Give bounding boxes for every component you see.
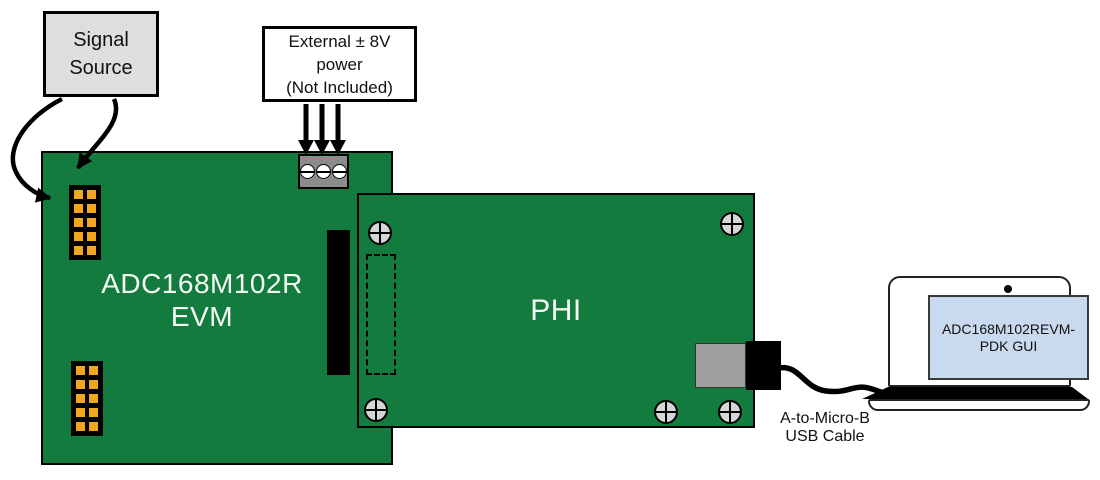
pin-contact [76, 408, 85, 417]
phi-connector-outline [366, 254, 396, 375]
mounting-screw-icon [720, 212, 744, 236]
pin-contact [89, 366, 98, 375]
usb-plug [746, 341, 781, 390]
laptop: ADC168M102REVM- PDK GUI [860, 274, 1100, 419]
signal-source-label-line1: Signal [73, 29, 129, 51]
phi-board: PHI [357, 193, 781, 428]
pin-contact [87, 218, 96, 227]
aux-header [71, 361, 103, 436]
signal-input-header [69, 185, 101, 260]
power-arrow [330, 104, 346, 155]
signal-source-label-line2: Source [69, 57, 133, 79]
pin-contact [76, 380, 85, 389]
external-power-box: External ± 8V power (Not Included) [262, 26, 417, 102]
phi-board-label: PHI [530, 294, 582, 327]
pin-contact [87, 204, 96, 213]
evm-board-label-line2: EVM [170, 301, 234, 332]
power-terminal-block [298, 154, 349, 189]
mounting-screw-icon [654, 400, 678, 424]
external-power-line1: External ± 8V [288, 31, 391, 51]
evm-mating-connector [327, 230, 350, 375]
mounting-screw-icon [364, 398, 388, 422]
pin-contact [74, 204, 83, 213]
terminal-screw-icon [316, 164, 331, 179]
external-power-line3: (Not Included) [286, 77, 393, 97]
usb-receptacle [695, 343, 746, 388]
webcam-icon [1004, 285, 1012, 293]
mounting-screw-icon [368, 221, 392, 245]
mounting-screw-icon [718, 400, 742, 424]
usb-cable-label-line2: USB Cable [785, 428, 865, 445]
pin-contact [89, 394, 98, 403]
pin-contact [74, 190, 83, 199]
laptop-screen: ADC168M102REVM- PDK GUI [928, 295, 1089, 380]
pin-contact [89, 408, 98, 417]
laptop-lid: ADC168M102REVM- PDK GUI [888, 276, 1089, 387]
pin-contact [89, 422, 98, 431]
laptop-keyboard [862, 387, 1088, 399]
power-arrow [314, 104, 330, 155]
pin-contact [89, 380, 98, 389]
laptop-screen-line1: ADC168M102REVM- [941, 320, 1076, 337]
laptop-screen-line2: PDK GUI [979, 337, 1038, 354]
pin-contact [74, 246, 83, 255]
laptop-base [868, 399, 1090, 411]
pin-contact [76, 366, 85, 375]
evm-board: ADC168M102R EVM [41, 151, 393, 465]
signal-source-box: Signal Source [43, 11, 159, 97]
power-arrow [298, 104, 314, 155]
pin-contact [87, 190, 96, 199]
pin-contact [76, 394, 85, 403]
pin-contact [87, 246, 96, 255]
pin-contact [74, 232, 83, 241]
usb-cable-label-line1: A-to-Micro-B [780, 410, 870, 427]
external-power-line2: power [316, 54, 363, 74]
pin-contact [87, 232, 96, 241]
terminal-screw-icon [300, 164, 315, 179]
pin-contact [74, 218, 83, 227]
pin-contact [76, 422, 85, 431]
terminal-screw-icon [332, 164, 347, 179]
usb-cable-label: A-to-Micro-B USB Cable [750, 410, 900, 446]
evm-board-label: ADC168M102R EVM [43, 267, 361, 333]
evm-board-label-line1: ADC168M102R [101, 268, 303, 299]
